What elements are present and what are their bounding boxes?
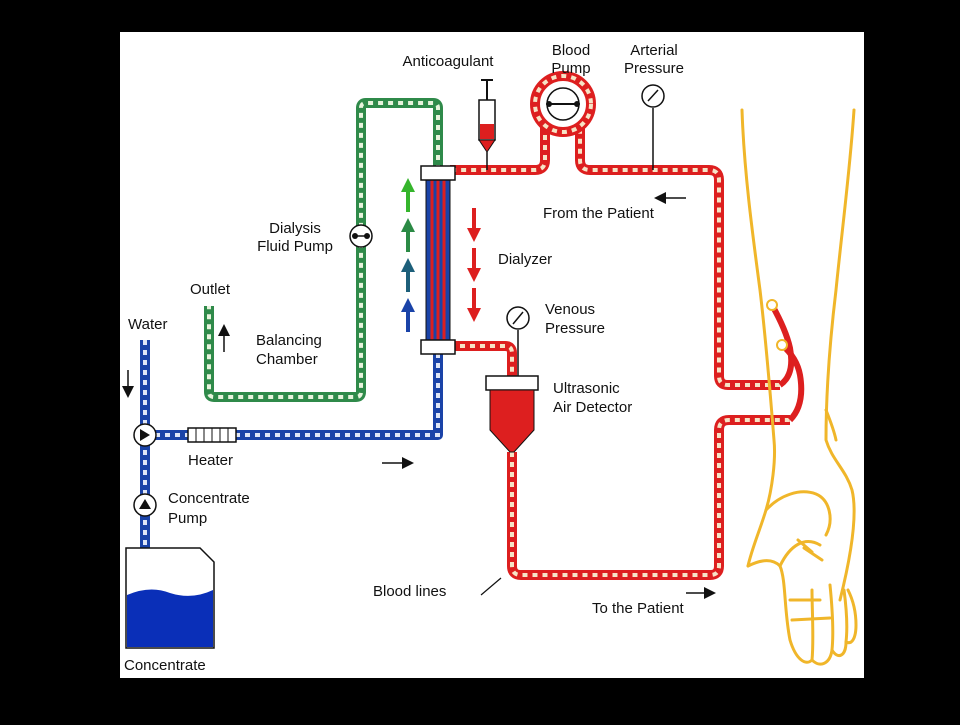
label-concentrate-pump-line2: Pump (168, 510, 207, 527)
label-from-patient: From the Patient (543, 205, 655, 222)
heater (187, 427, 237, 443)
label-blood-pump-line2: Pump (551, 60, 590, 77)
patient-arm (740, 108, 858, 666)
label-heater: Heater (188, 452, 233, 469)
dialysate-flow-arrows (401, 178, 415, 332)
label-blood-lines: Blood lines (373, 583, 446, 600)
blood-lines-pointer (480, 577, 502, 596)
blood-flow-arrows (467, 208, 481, 322)
label-ultrasonic-line2: Air Detector (553, 399, 632, 416)
label-dialysis-pump-line2: Fluid Pump (257, 238, 333, 255)
label-water: Water (128, 316, 167, 333)
arterial-pressure-gauge (641, 84, 665, 170)
blood-lines (450, 125, 790, 580)
concentrate-pump (133, 493, 157, 517)
dialysis-fluid-pump (349, 224, 373, 248)
label-outlet: Outlet (190, 281, 231, 298)
label-arterial-line1: Arterial (630, 42, 678, 59)
dialysate-return-line (204, 98, 443, 402)
venous-pressure-gauge (506, 306, 530, 378)
vascular-access (766, 299, 805, 423)
anticoagulant-syringe (478, 79, 496, 170)
concentrate-container (125, 547, 215, 649)
label-balancing-line2: Chamber (256, 351, 318, 368)
label-dialysis-pump-line1: Dialysis (269, 220, 321, 237)
label-arterial-line2: Pressure (624, 60, 684, 77)
label-ultrasonic-line1: Ultrasonic (553, 380, 620, 397)
dialyzer (420, 165, 456, 355)
blood-pump (530, 71, 596, 137)
label-concentrate: Concentrate (124, 657, 206, 674)
label-balancing-line1: Balancing (256, 332, 322, 349)
label-anticoagulant: Anticoagulant (403, 53, 495, 70)
label-concentrate-pump-line1: Concentrate (168, 490, 250, 507)
label-dialyzer: Dialyzer (498, 251, 552, 268)
label-blood-pump-line1: Blood (552, 42, 590, 59)
label-venous-line1: Venous (545, 301, 595, 318)
ultrasonic-air-detector (485, 375, 539, 453)
label-to-patient: To the Patient (592, 600, 685, 617)
water-junction-valve (133, 423, 157, 447)
label-venous-line2: Pressure (545, 320, 605, 337)
